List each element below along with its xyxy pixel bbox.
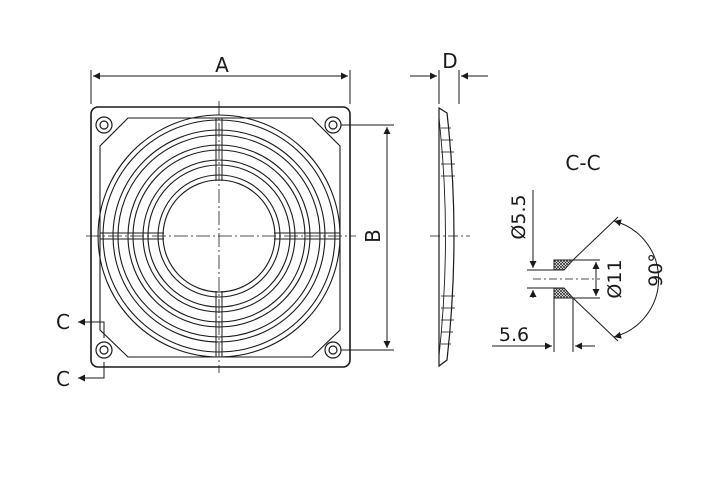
- section-marker-lines: [78, 318, 105, 382]
- section-marker-bottom-label: C: [56, 367, 70, 391]
- side-profile-fins: [441, 127, 455, 345]
- mounting-hole-top-left: [95, 116, 113, 134]
- countersink-angle-dimension: [572, 216, 660, 342]
- dimension-a-label: A: [215, 53, 229, 77]
- side-view: [430, 106, 470, 368]
- counterbore-dimension: [573, 259, 600, 299]
- dimension-a: [90, 70, 351, 104]
- guard-inner-frame: [99, 117, 341, 358]
- mounting-hole-bottom-right: [324, 341, 342, 359]
- mounting-hole-bottom-left: [95, 341, 113, 359]
- dimension-d: [410, 70, 488, 104]
- front-view: [86, 101, 356, 373]
- guard-ribs: [100, 118, 340, 357]
- section-view: [533, 259, 600, 299]
- section-hatch-top: [553, 259, 575, 271]
- front-centerlines: [86, 101, 356, 373]
- dimension-d-label: D: [442, 49, 457, 73]
- countersink-angle-label: 90°: [645, 253, 667, 287]
- dimension-b: [341, 124, 394, 351]
- section-title: C-C: [565, 151, 600, 175]
- hole-diameter-dimension: [527, 190, 554, 298]
- thickness-label: 5.6: [499, 324, 529, 346]
- section-marker-top-label: C: [56, 310, 70, 334]
- thickness-dimension: [492, 298, 595, 352]
- mounting-hole-top-right: [324, 116, 342, 134]
- hole-diameter-label: Ø5.5: [508, 194, 530, 239]
- guard-outline: [90, 106, 351, 368]
- dimension-b-label: B: [361, 229, 385, 243]
- side-profile-outline: [438, 106, 455, 368]
- counterbore-label: Ø11: [604, 259, 626, 298]
- section-hatch-bottom: [553, 287, 575, 299]
